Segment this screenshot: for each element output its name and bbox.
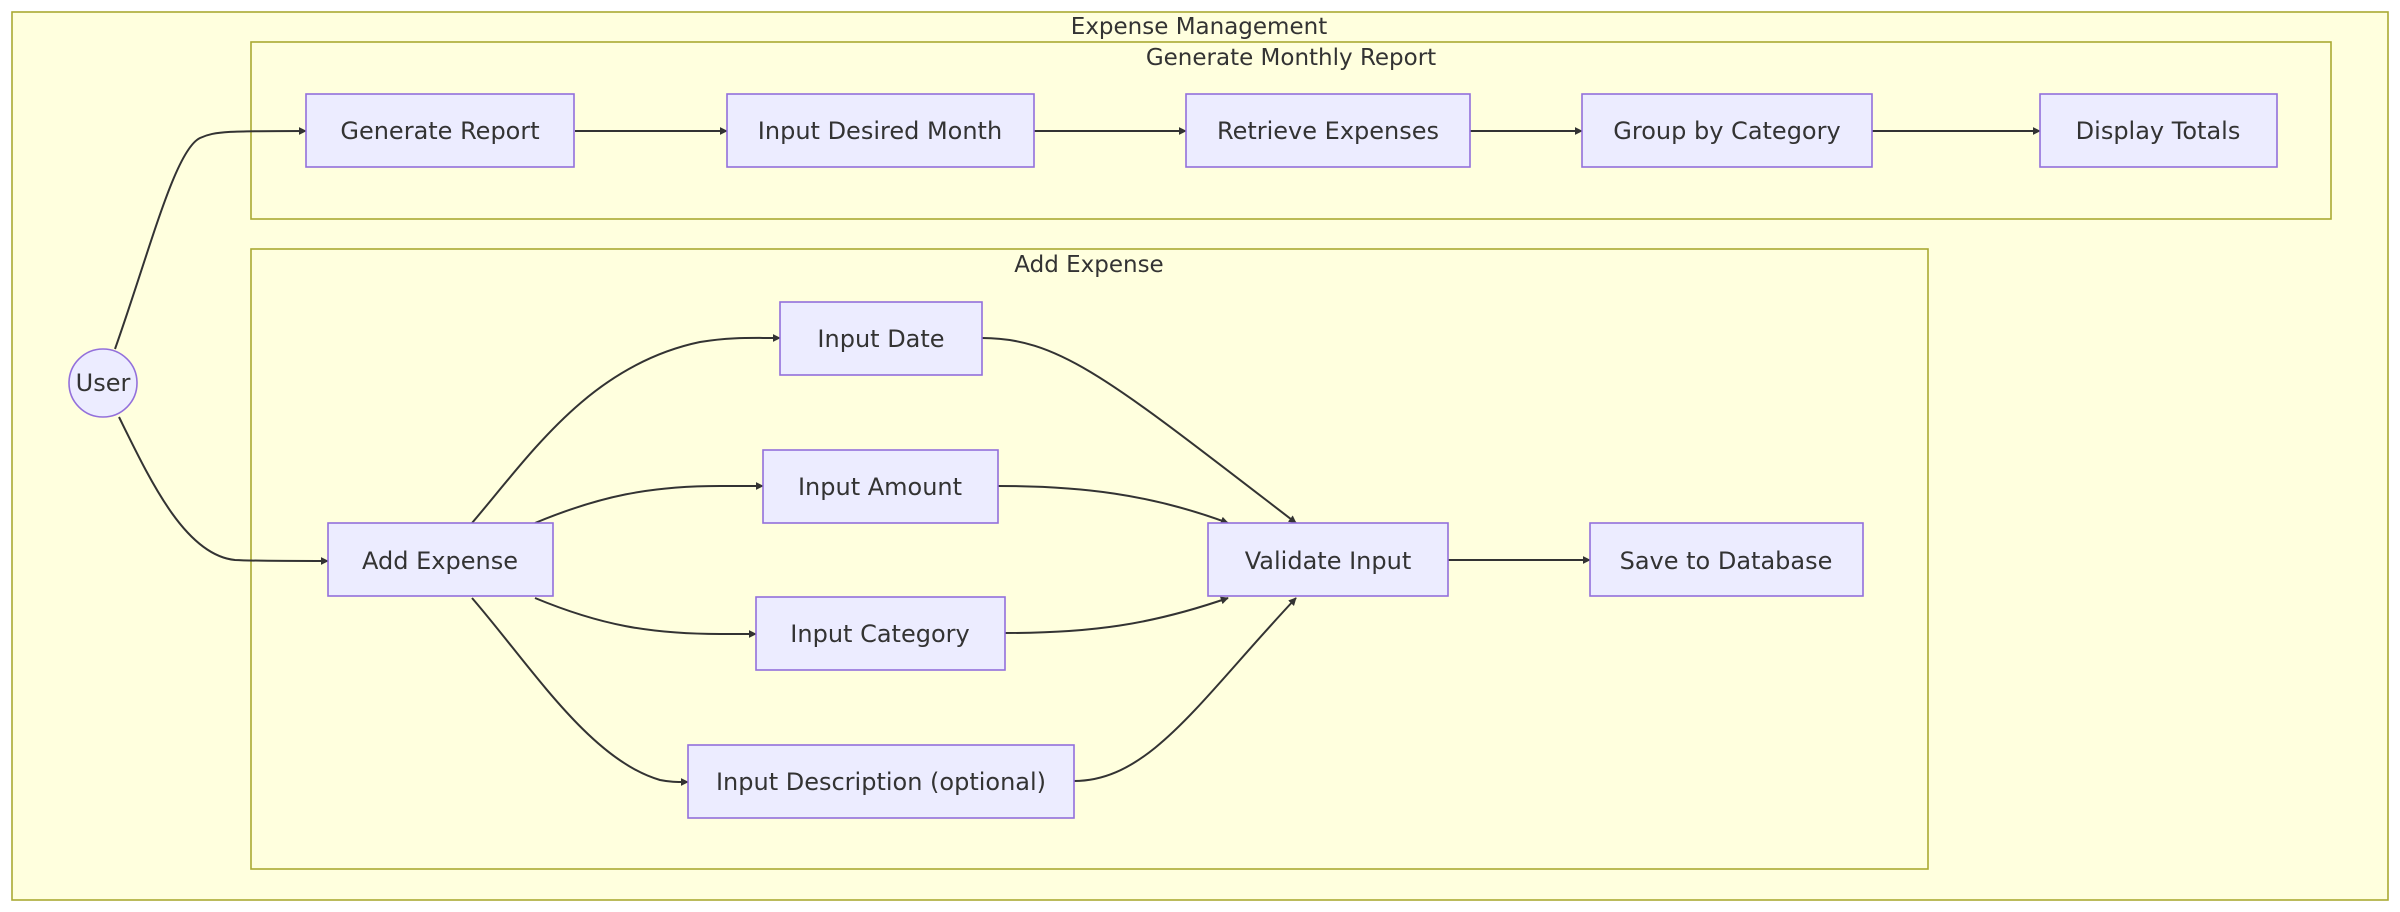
node-label-input-description: Input Description (optional) [716, 768, 1046, 796]
node-label-group-by-category: Group by Category [1613, 117, 1840, 145]
edge-add-expense-to-input-amount [534, 482, 764, 524]
node-input-date[interactable]: Input Date [779, 301, 983, 376]
node-label-retrieve-expenses: Retrieve Expenses [1217, 117, 1439, 145]
node-input-amount[interactable]: Input Amount [762, 449, 999, 524]
node-label-validate-input: Validate Input [1245, 547, 1412, 575]
node-add-expense[interactable]: Add Expense [327, 522, 554, 597]
edge-add-expense-to-input-description [471, 597, 689, 786]
node-label-display-totals: Display Totals [2076, 117, 2241, 145]
edge-user-to-generate-report [114, 127, 307, 350]
edge-add-expense-to-input-category [534, 597, 757, 638]
node-save-to-database[interactable]: Save to Database [1589, 522, 1864, 597]
node-retrieve-expenses[interactable]: Retrieve Expenses [1185, 93, 1471, 168]
node-label-input-date: Input Date [817, 325, 944, 353]
edge-input-description-to-validate-input [1073, 597, 1297, 782]
node-label-input-desired-month: Input Desired Month [758, 117, 1002, 145]
edge-add-expense-to-input-date [471, 333, 781, 524]
cluster-title-expense-management: Expense Management [1071, 14, 1327, 40]
edges [114, 127, 2041, 786]
cluster-title-generate-monthly-report: Generate Monthly Report [1146, 45, 1436, 71]
node-label-add-expense: Add Expense [362, 547, 518, 575]
edge-input-amount-to-validate-input [997, 485, 1229, 525]
node-input-description[interactable]: Input Description (optional) [687, 744, 1075, 819]
node-label-input-amount: Input Amount [798, 473, 962, 501]
node-input-desired-month[interactable]: Input Desired Month [726, 93, 1035, 168]
edge-user-to-add-expense [118, 416, 329, 565]
node-label-save-to-database: Save to Database [1620, 547, 1833, 575]
node-label-user: User [76, 369, 131, 397]
cluster-title-add-expense: Add Expense [1014, 252, 1163, 278]
edge-input-date-to-validate-input [981, 337, 1297, 524]
node-group-by-category[interactable]: Group by Category [1581, 93, 1873, 168]
edge-input-category-to-validate-input [1004, 596, 1229, 634]
node-label-generate-report: Generate Report [340, 117, 539, 145]
node-label-input-category: Input Category [790, 620, 969, 648]
node-generate-report[interactable]: Generate Report [305, 93, 575, 168]
node-validate-input[interactable]: Validate Input [1207, 522, 1449, 597]
node-user[interactable]: User [68, 348, 138, 418]
node-input-category[interactable]: Input Category [755, 596, 1006, 671]
node-display-totals[interactable]: Display Totals [2039, 93, 2278, 168]
